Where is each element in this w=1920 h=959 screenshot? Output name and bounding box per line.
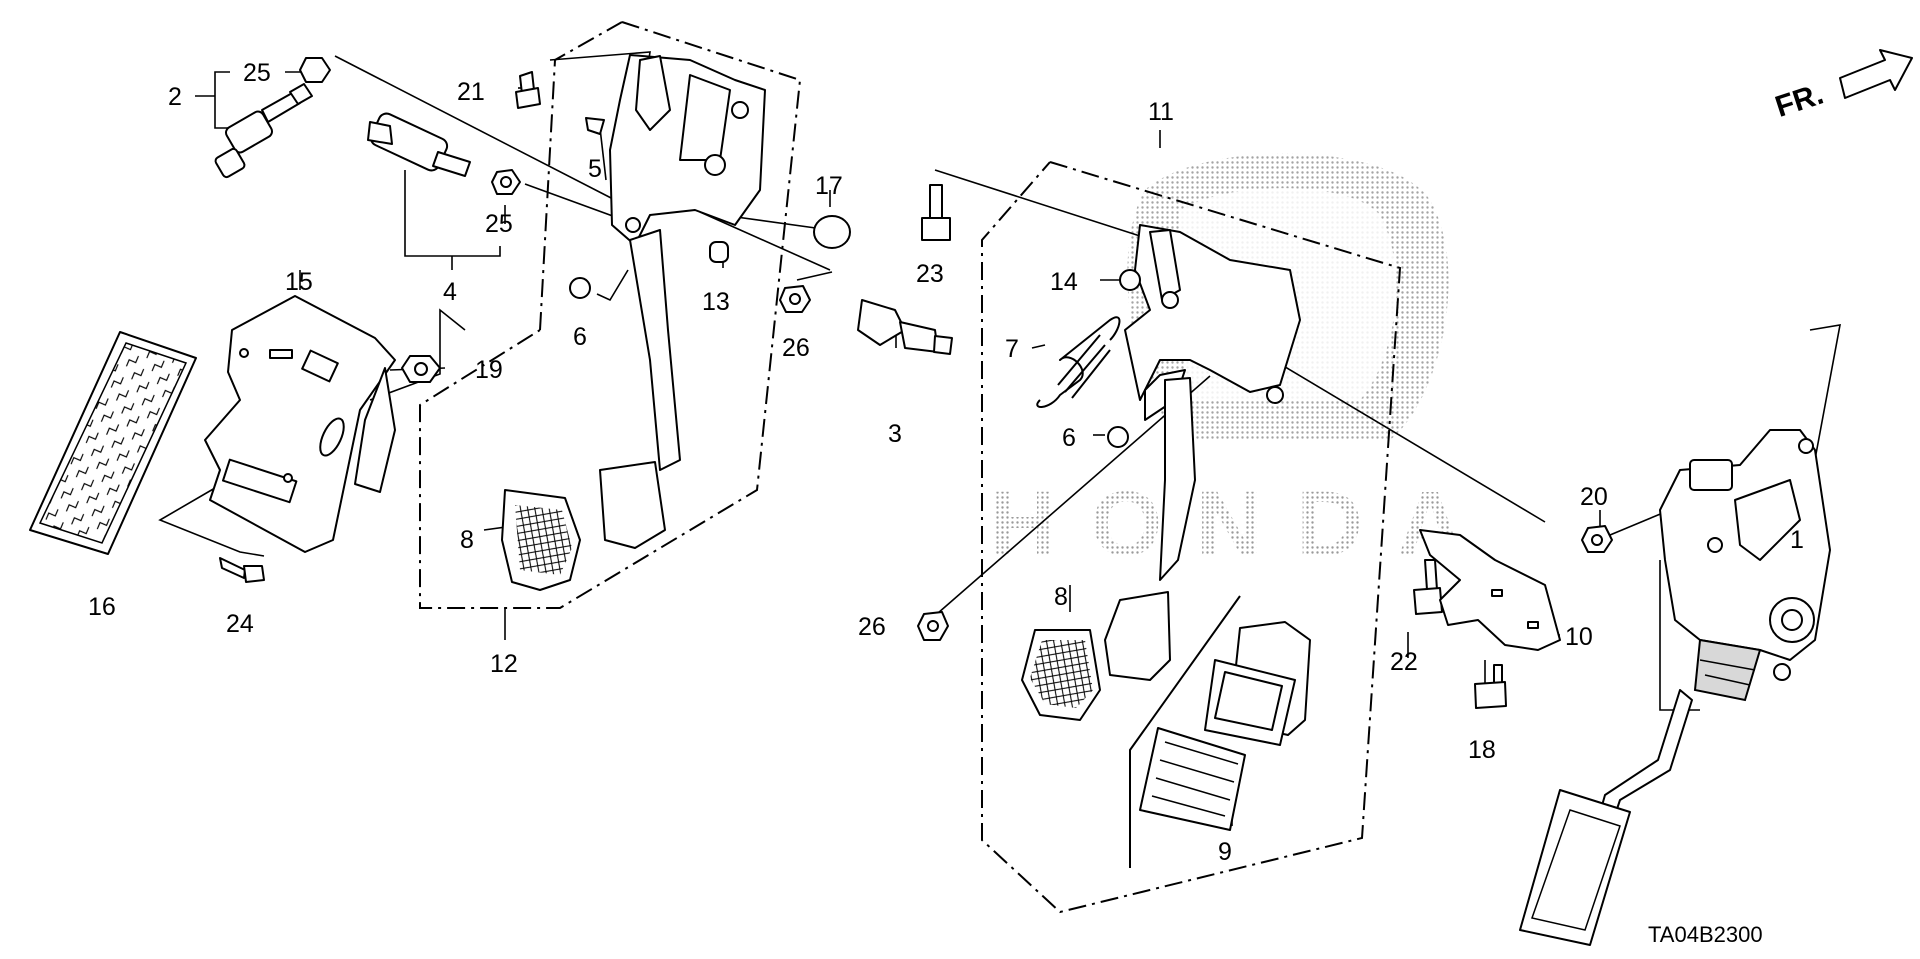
callout-5: 5 — [588, 155, 602, 183]
callout-9: 9 — [1218, 838, 1232, 866]
front-direction-indicator: FR. — [1771, 49, 1913, 124]
leader-lines — [158, 51, 1841, 826]
part-22-bolt — [1413, 559, 1443, 615]
part-18-bolt — [1474, 664, 1507, 709]
callout-22: 22 — [1390, 648, 1418, 676]
group-outline-12 — [419, 21, 802, 609]
callout-18: 18 — [1468, 736, 1496, 764]
part-20-nut — [1581, 525, 1613, 553]
part-1-accelerator-pedal — [1519, 429, 1831, 946]
watermark-text: HONDA — [990, 473, 1497, 575]
part-25-nut-lower — [491, 169, 521, 195]
callout-labels: 1 2 3 4 5 6 6 7 8 8 9 10 11 12 13 14 15 … — [88, 59, 1804, 866]
part-15-bracket — [204, 295, 396, 553]
part-14-clip — [1119, 269, 1141, 291]
callout-10: 10 — [1565, 623, 1593, 651]
direction-label: FR. — [1771, 78, 1827, 124]
callout-7: 7 — [1005, 335, 1019, 363]
part-13-bushing — [709, 241, 729, 263]
part-19-nut — [401, 355, 441, 383]
part-6-clip-center — [1107, 426, 1129, 448]
part-6-clip-left — [569, 277, 591, 299]
callout-14: 14 — [1050, 268, 1078, 296]
part-21-bolt — [515, 71, 541, 109]
part-10-bracket — [1419, 529, 1561, 651]
callout-11: 11 — [1148, 98, 1174, 126]
callout-1: 1 — [1790, 526, 1804, 554]
callout-23: 23 — [916, 260, 944, 288]
callout-2: 2 — [168, 83, 182, 111]
callout-4: 4 — [443, 278, 457, 306]
diagram-code: TA04B2300 — [1648, 922, 1763, 947]
callout-21: 21 — [457, 78, 485, 106]
part-2-switch — [214, 83, 313, 179]
callout-24: 24 — [226, 610, 254, 638]
part-26-nut-left — [779, 285, 811, 313]
part-7-spring — [1036, 316, 1121, 408]
callout-25-top: 25 — [243, 59, 271, 87]
callout-20: 20 — [1580, 483, 1608, 511]
callout-13: 13 — [702, 288, 730, 316]
callout-26-left: 26 — [782, 334, 810, 362]
callout-8-center: 8 — [1054, 583, 1068, 611]
part-16-pedal-mat — [29, 331, 197, 555]
part-3-switch — [857, 299, 953, 355]
part-5-clip — [585, 117, 605, 135]
part-9-pedal-pad — [1129, 595, 1311, 868]
part-26-nut-center — [917, 611, 949, 641]
part-23-bolt — [921, 184, 951, 241]
callout-25-lower: 25 — [485, 210, 513, 238]
part-4-switch — [367, 112, 471, 177]
part-25-nut-top — [299, 57, 331, 83]
callout-6-left: 6 — [573, 323, 587, 351]
callout-8-left: 8 — [460, 526, 474, 554]
callout-17: 17 — [815, 172, 843, 200]
part-11-pedal-assembly — [1021, 224, 1301, 721]
callout-26-center: 26 — [858, 613, 886, 641]
callout-19: 19 — [475, 356, 503, 384]
callout-15: 15 — [285, 268, 313, 296]
part-12-pedal-assembly — [501, 54, 766, 591]
callout-6-center: 6 — [1062, 424, 1076, 452]
callout-3: 3 — [888, 420, 902, 448]
part-24-bolt — [219, 557, 265, 583]
callout-16: 16 — [88, 593, 116, 621]
part-17-cap — [813, 215, 851, 249]
group-outline-11 — [981, 161, 1402, 914]
callout-12: 12 — [490, 650, 518, 678]
